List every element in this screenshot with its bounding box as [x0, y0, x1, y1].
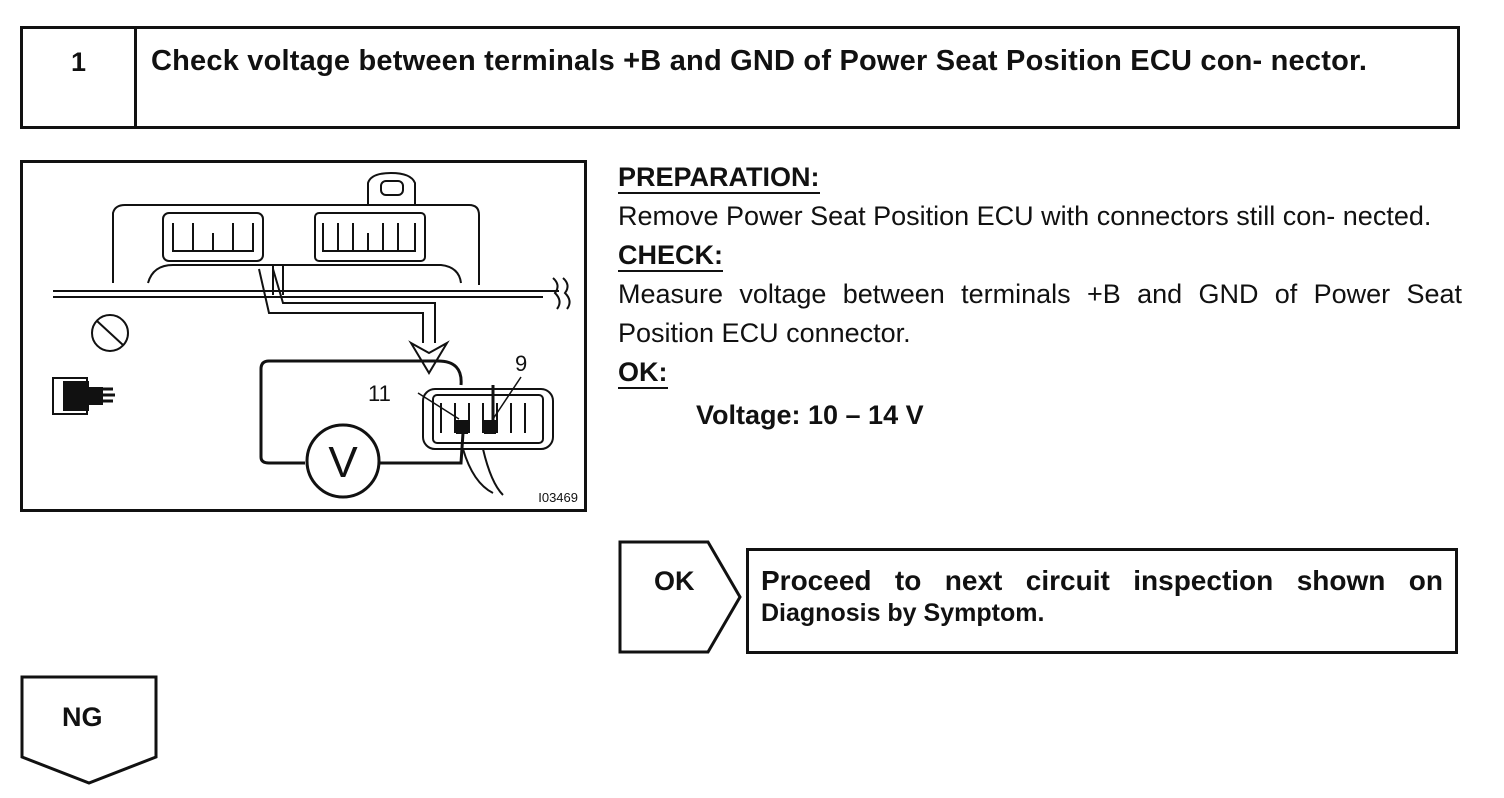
step-number: 1: [23, 29, 137, 126]
ecu-connector-icon: [52, 377, 115, 415]
step-title: Check voltage between terminals +B and G…: [151, 45, 1368, 77]
ng-arrow-shape: [20, 675, 158, 785]
ng-branch-tab: NG: [20, 675, 158, 785]
ecu-body: [53, 171, 571, 310]
ok-spec: Voltage: 10 – 14 V: [696, 400, 924, 430]
check-heading: CHECK:: [618, 240, 723, 272]
ignition-off-icon: [91, 314, 129, 352]
connector-figure: 11 9 V I03469: [20, 160, 587, 512]
terminal-9-label: 9: [515, 351, 527, 376]
ok-branch-box: Proceed to next circuit inspection shown…: [746, 548, 1458, 654]
ok-branch-tab: OK: [618, 540, 744, 654]
ok-branch-line1: Proceed to next circuit inspection shown…: [761, 565, 1443, 596]
figure-id: I03469: [538, 490, 578, 505]
ok-branch-line2: Diagnosis by Symptom.: [761, 599, 1045, 627]
voltmeter-symbol: V: [328, 438, 358, 487]
terminal-11-label: 11: [368, 381, 391, 406]
preparation-text: Remove Power Seat Position ECU with conn…: [618, 201, 1432, 231]
check-text: Measure voltage between terminals +B and…: [618, 279, 1462, 348]
ok-arrow-shape: [618, 540, 742, 654]
connector-closeup: [417, 376, 554, 496]
ok-heading: OK:: [618, 357, 668, 389]
harness-arrow: [258, 268, 450, 375]
ecu-connector-diagram: 11 9 V: [52, 171, 571, 499]
step-header: 1 Check voltage between terminals +B and…: [20, 26, 1460, 129]
preparation-heading: PREPARATION:: [618, 162, 820, 194]
ng-branch-label: NG: [62, 702, 103, 732]
ok-branch-label: OK: [654, 566, 695, 596]
instructions: PREPARATION: Remove Power Seat Position …: [618, 158, 1462, 435]
